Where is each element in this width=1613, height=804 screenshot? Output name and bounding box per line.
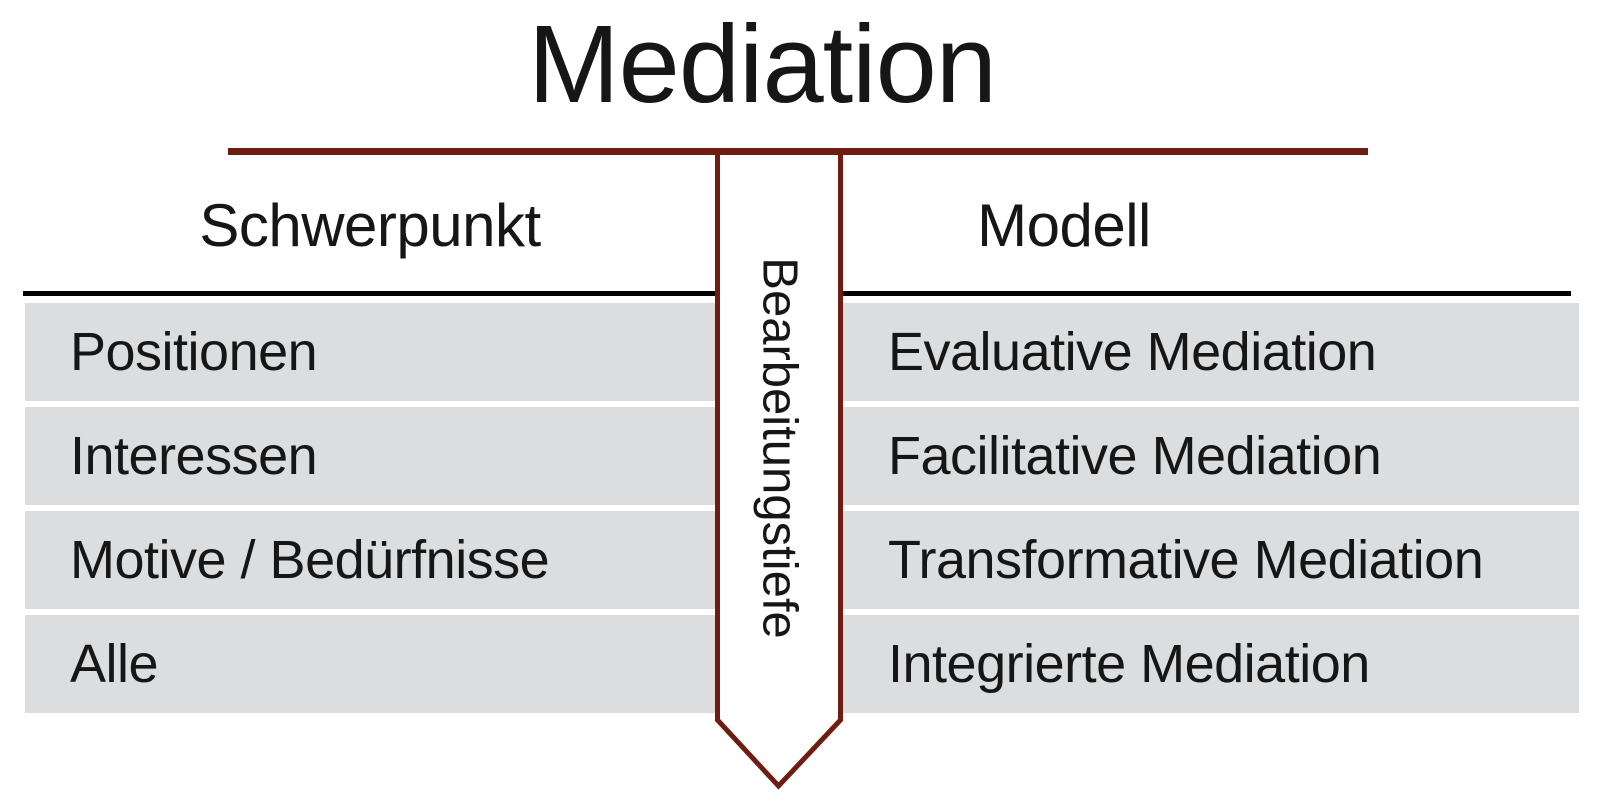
cell-schwerpunkt: Alle — [70, 634, 159, 694]
title-underline-divider — [228, 148, 1368, 155]
cell-modell: Evaluative Mediation — [888, 322, 1377, 382]
column-header-modell: Modell — [977, 192, 1151, 259]
down-arrow-icon — [715, 148, 843, 790]
cell-schwerpunkt: Positionen — [70, 322, 318, 382]
cell-schwerpunkt: Motive / Bedürfnisse — [70, 530, 550, 590]
cell-schwerpunkt: Interessen — [70, 426, 318, 486]
cell-modell: Facilitative Mediation — [888, 426, 1382, 486]
depth-banner-label: Bearbeitungstiefe — [752, 257, 807, 639]
depth-arrow-banner — [715, 148, 843, 790]
column-header-schwerpunkt: Schwerpunkt — [199, 192, 541, 259]
cell-modell: Integrierte Mediation — [888, 634, 1370, 694]
cell-modell: Transformative Mediation — [888, 530, 1484, 590]
page-title: Mediation — [528, 3, 997, 126]
